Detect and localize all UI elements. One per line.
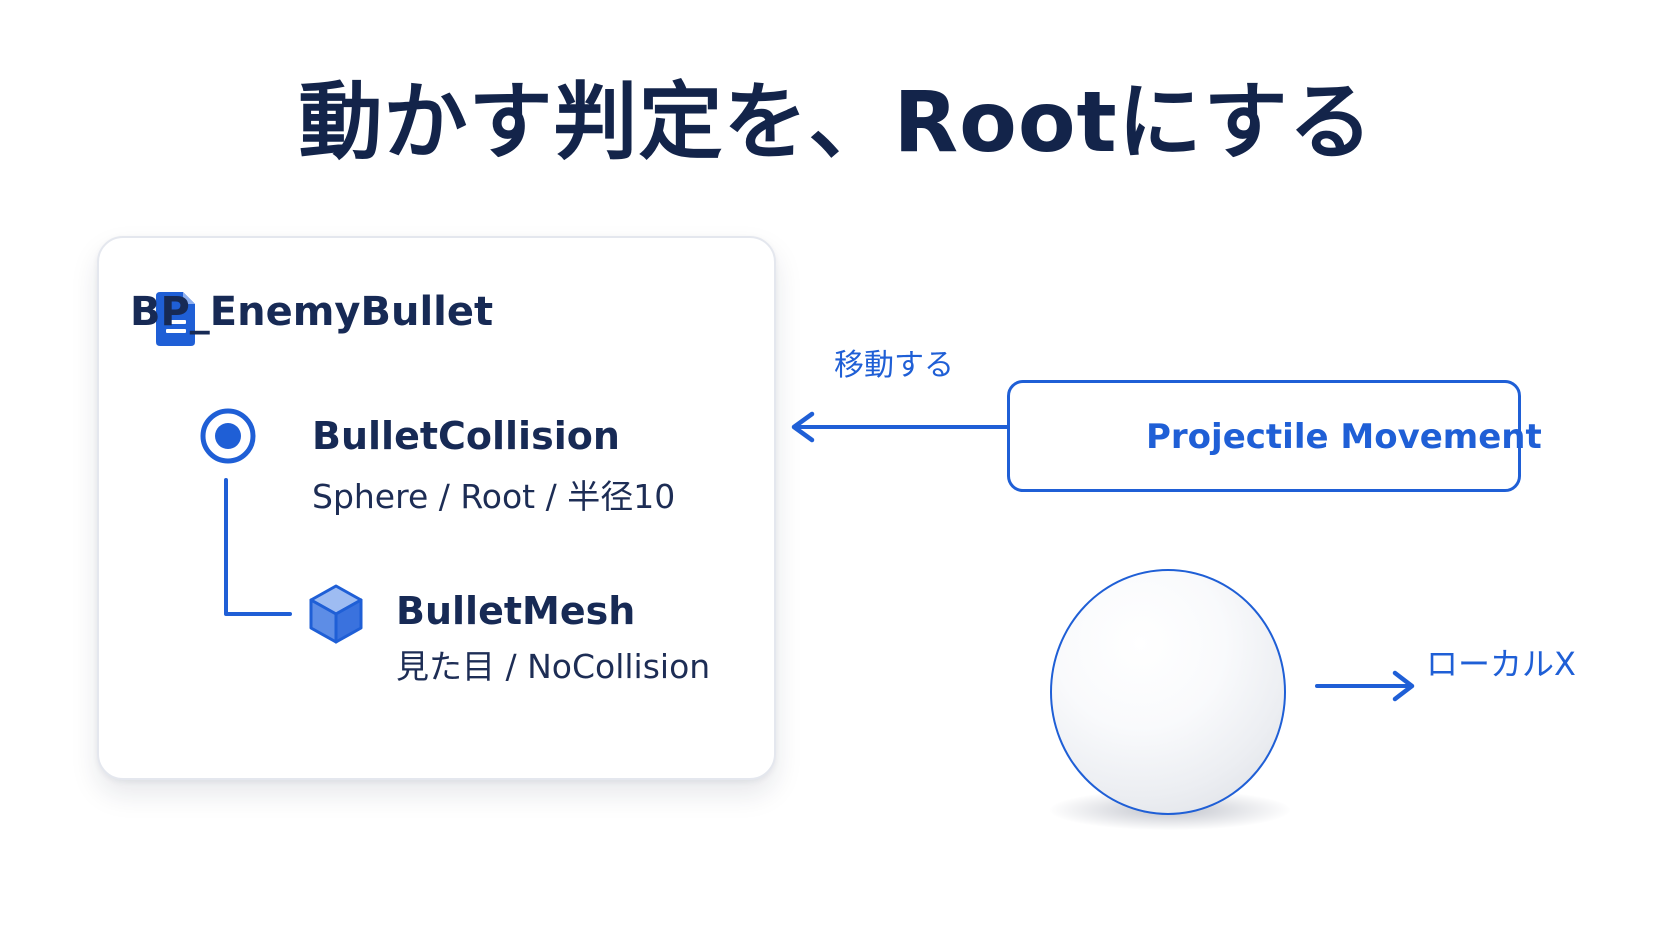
child-component-name: BulletMesh (396, 589, 636, 633)
page-title: 動かす判定を、Rootにする (298, 73, 1374, 171)
cube-icon (309, 584, 363, 644)
projectile-movement-component (1007, 380, 1521, 492)
root-component-name: BulletCollision (312, 414, 620, 458)
blueprint-file-icon (156, 292, 195, 346)
bullet-sphere (1050, 569, 1286, 815)
root-component-detail: Sphere / Root / 半径10 (312, 477, 676, 516)
child-component-detail: 見た目 / NoCollision (396, 647, 711, 686)
local-x-label: ローカルX (1426, 645, 1576, 683)
blueprint-card (97, 236, 776, 780)
movement-arrow (791, 411, 1009, 443)
arrow-right-icon (1315, 670, 1415, 702)
movement-arrow-label: 移動する (834, 348, 954, 383)
radio-root-icon (200, 408, 256, 464)
projectile-movement-label: Projectile Movement (1146, 417, 1542, 457)
blueprint-name: BP_EnemyBullet (130, 289, 494, 335)
hierarchy-connector (224, 478, 292, 616)
